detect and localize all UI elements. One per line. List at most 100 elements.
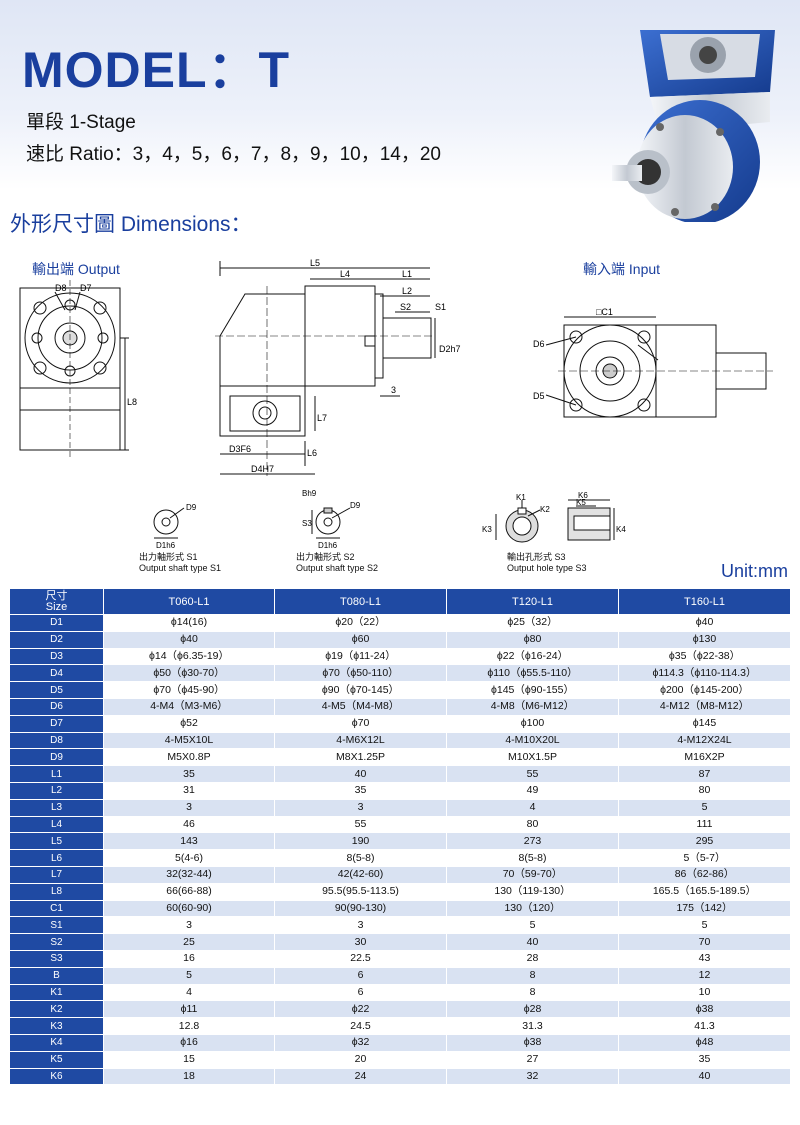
corner-zh: 尺寸 [45, 589, 68, 602]
table-cell: 80 [618, 781, 791, 800]
table-cell: 6 [274, 983, 447, 1002]
table-cell: ϕ35（ϕ22-38） [618, 647, 791, 666]
row-header: C1 [9, 899, 104, 918]
table-cell: M16X2P [618, 748, 791, 767]
table-cell: 165.5（165.5-189.5） [618, 882, 791, 901]
row-header: L7 [9, 865, 104, 884]
label-d2h7: D2h7 [439, 344, 461, 354]
table-cell: 3 [274, 798, 447, 817]
row-header: D2 [9, 630, 104, 649]
table-cell: 24 [274, 1067, 447, 1086]
table-cell: ϕ70（ϕ50-110） [274, 664, 447, 683]
label-l1: L1 [402, 269, 412, 279]
table-cell: 46 [103, 815, 275, 834]
s2-label-s3: S3 [302, 519, 312, 528]
table-cell: 16 [103, 949, 275, 968]
model-title: MODEL：T [22, 42, 291, 98]
table-cell: 15 [103, 1050, 275, 1069]
table-cell: 28 [446, 949, 619, 968]
table-cell: 8(5-8) [446, 849, 619, 867]
table-cell: 40 [446, 933, 619, 951]
table-cell: ϕ38 [446, 1033, 619, 1052]
table-cell: 273 [446, 832, 619, 851]
row-header: D3 [9, 647, 104, 666]
table-cell: 8 [446, 966, 619, 985]
table-cell: 70 [618, 933, 791, 951]
table-cell: ϕ48 [618, 1033, 791, 1052]
table-cell: 55 [446, 765, 619, 783]
unit-label: Unit:mm [721, 561, 788, 581]
table-cell: 3 [103, 798, 275, 817]
column-header: T080-L1 [274, 588, 447, 615]
table-cell: 55 [274, 815, 447, 834]
table-cell: 22.5 [274, 949, 447, 968]
table-cell: ϕ16 [103, 1033, 275, 1052]
table-cell: 90(90-130) [274, 899, 447, 918]
table-cell: M5X0.8P [103, 748, 275, 767]
label-l2: L2 [402, 286, 412, 296]
ratio-text: 速比 Ratio：3，4，5，6，7，8，9，10，14，20 [26, 144, 442, 165]
table-cell: 12 [618, 966, 791, 985]
table-cell: 5 [618, 798, 791, 817]
table-cell: 20 [274, 1050, 447, 1069]
table-cell: 12.8 [103, 1017, 275, 1035]
row-header: D8 [9, 731, 104, 750]
table-cell: 27 [446, 1050, 619, 1069]
label-l8: L8 [127, 397, 137, 407]
table-cell: 40 [274, 765, 447, 783]
s3-label-k2: K2 [540, 505, 550, 514]
s2-label-bh9: Bh9 [302, 489, 317, 498]
label-l6: L6 [307, 448, 317, 458]
row-header: K4 [9, 1033, 104, 1052]
table-cell: 32 [446, 1067, 619, 1086]
table-cell: 4-M12（M8-M12） [618, 697, 791, 716]
output-view-label: 輸出端 Output [32, 261, 120, 277]
table-cell: 32(32-44) [103, 865, 275, 884]
table-header-row: 尺寸 Size T060-L1 T080-L1 T120-L1 T160-L1 [9, 588, 791, 615]
table-cell: M10X1.5P [446, 748, 619, 767]
row-header: L5 [9, 832, 104, 851]
row-header: L6 [9, 849, 104, 867]
label-l7: L7 [317, 413, 327, 423]
hole-type-s3-drawing: K1 K2 K3 K4 K6 K5 [482, 491, 626, 543]
s3-label-k6: K6 [578, 491, 588, 500]
row-header: B [9, 966, 104, 985]
table-cell: 60(60-90) [103, 899, 275, 918]
table-cell: ϕ70 [274, 714, 447, 733]
table-cell: 175（142） [618, 899, 791, 918]
table-cell: ϕ60 [274, 630, 447, 649]
row-header: S3 [9, 949, 104, 968]
shaft-s1-zh: 出力軸形式 S1 [139, 552, 198, 562]
label-d5: D5 [533, 391, 545, 401]
table-cell: 80 [446, 815, 619, 834]
s1-label-d9: D9 [186, 503, 197, 512]
shaft-type-s1-drawing: D9 D1h6 [153, 503, 197, 550]
table-cell: 43 [618, 949, 791, 968]
table-cell: ϕ110（ϕ55.5-110） [446, 664, 619, 683]
table-cell: 4-M5（M4-M8） [274, 697, 447, 716]
shaft-type-s2-drawing: Bh9 D9 S3 D1h6 [302, 489, 361, 550]
row-header: L8 [9, 882, 104, 901]
shaft-s2-en: Output shaft type S2 [296, 563, 379, 573]
table-cell: 31.3 [446, 1017, 619, 1035]
table-cell: 5（5-7） [618, 849, 791, 867]
row-header: L2 [9, 781, 104, 800]
row-header: K1 [9, 983, 104, 1002]
table-cell: 18 [103, 1067, 275, 1086]
table-cell: 5 [103, 966, 275, 985]
table-cell: 3 [274, 916, 447, 935]
label-d4h7: D4H7 [251, 464, 274, 474]
